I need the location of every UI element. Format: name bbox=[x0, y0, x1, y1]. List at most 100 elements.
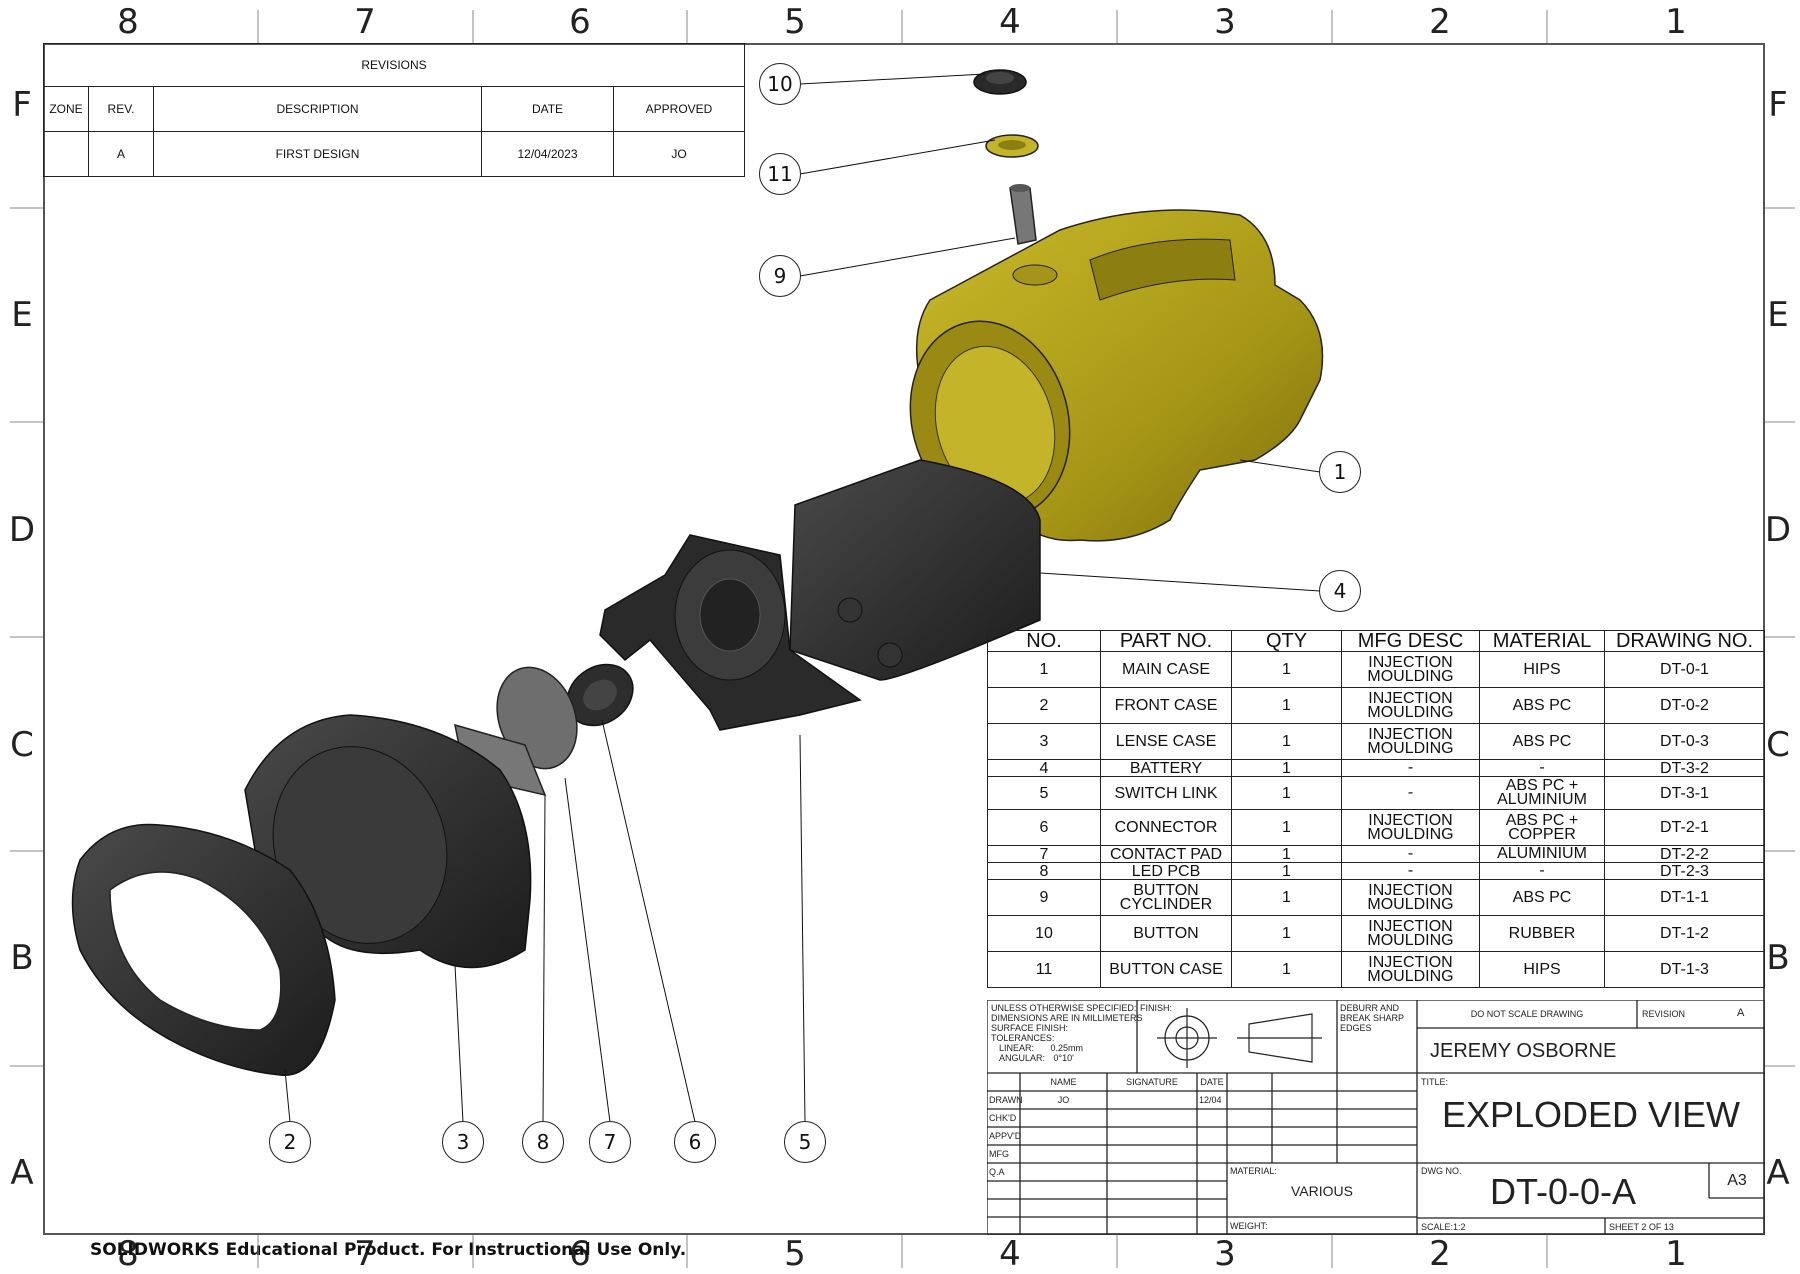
note-angular-value: 0°10' bbox=[1053, 1053, 1074, 1063]
front-case-part bbox=[71, 823, 336, 1076]
bom-cell-part: SWITCH LINK bbox=[1100, 776, 1232, 810]
zone-row-A: A bbox=[1766, 1153, 1790, 1193]
balloon-9: 9 bbox=[759, 255, 801, 297]
leader-lines bbox=[284, 73, 1321, 1123]
bom-cell-dwg: DT-0-1 bbox=[1604, 651, 1765, 688]
rev-header-approved: APPROVED bbox=[613, 86, 745, 132]
bom-cell-material: RUBBER bbox=[1479, 915, 1605, 952]
finish-label: FINISH: bbox=[1140, 1003, 1173, 1013]
bom-cell-dwg: DT-2-3 bbox=[1604, 862, 1765, 880]
bom-cell-no: 1 bbox=[987, 651, 1101, 688]
balloon-7: 7 bbox=[589, 1121, 631, 1163]
switch-link-part bbox=[599, 534, 862, 731]
note-linear-value: 0.25mm bbox=[1050, 1043, 1084, 1053]
bom-cell-mfg: - bbox=[1341, 776, 1480, 810]
sig-header-signature: SIGNATURE bbox=[1126, 1077, 1178, 1087]
bom-cell-dwg: DT-0-3 bbox=[1604, 723, 1765, 760]
zone-column-1: 1 bbox=[1665, 1234, 1687, 1274]
drawing-title: EXPLODED VIEW bbox=[1441, 1094, 1741, 1135]
zone-column-6: 6 bbox=[569, 2, 591, 42]
note-line: LINEAR: 0.25mm bbox=[991, 1043, 1143, 1053]
battery-part bbox=[789, 459, 1041, 681]
bom-cell-mfg: INJECTION MOULDING bbox=[1341, 651, 1480, 688]
scale: SCALE:1:2 bbox=[1421, 1222, 1466, 1232]
zone-column-8: 8 bbox=[117, 1234, 139, 1274]
bom-cell-dwg: DT-1-3 bbox=[1604, 951, 1765, 988]
bom-cell-part: LED PCB bbox=[1100, 862, 1232, 880]
zone-column-1: 1 bbox=[1665, 2, 1687, 42]
rev-header-zone: ZONE bbox=[43, 86, 89, 132]
zone-column-5: 5 bbox=[784, 2, 806, 42]
sheet-number: SHEET 2 OF 13 bbox=[1609, 1222, 1674, 1232]
bom-cell-no: 10 bbox=[987, 915, 1101, 952]
bom-cell-material: ABS PC + ALUMINIUM bbox=[1479, 776, 1605, 810]
bom-cell-part: BUTTON bbox=[1100, 915, 1232, 952]
bom-cell-part: FRONT CASE bbox=[1100, 687, 1232, 724]
sig-cell: CHK'D bbox=[989, 1113, 1017, 1123]
bom-cell-part: MAIN CASE bbox=[1100, 651, 1232, 688]
title-block: UNLESS OTHERWISE SPECIFIED: DIMENSIONS A… bbox=[987, 1000, 1765, 1235]
educational-watermark: SOLIDWORKS Educational Product. For Inst… bbox=[90, 1240, 687, 1260]
bom-cell-dwg: DT-1-1 bbox=[1604, 879, 1765, 916]
revision-value: A bbox=[1737, 1007, 1745, 1019]
sig-header-name: NAME bbox=[1050, 1077, 1077, 1087]
sig-cell: Q.A bbox=[989, 1167, 1005, 1177]
zone-column-7: 7 bbox=[354, 2, 376, 42]
note-line: SURFACE FINISH: bbox=[991, 1023, 1069, 1033]
zone-row-E: E bbox=[11, 295, 33, 335]
zone-row-C: C bbox=[1766, 725, 1790, 765]
balloon-5: 5 bbox=[784, 1121, 826, 1163]
sheet-size: A3 bbox=[1727, 1172, 1747, 1189]
bom-cell-no: 6 bbox=[987, 809, 1101, 846]
balloon-11: 11 bbox=[759, 153, 801, 195]
zone-row-F: F bbox=[1768, 85, 1788, 125]
title-block-grid bbox=[987, 1000, 1765, 1235]
bom-cell-dwg: DT-1-2 bbox=[1604, 915, 1765, 952]
bom-cell-part: CONTACT PAD bbox=[1100, 845, 1232, 863]
sig-header-date: DATE bbox=[1200, 1077, 1224, 1087]
weight-label: WEIGHT: bbox=[1230, 1221, 1268, 1231]
note-line: TOLERANCES: bbox=[991, 1033, 1055, 1043]
bom-cell-qty: 1 bbox=[1231, 915, 1342, 952]
bom-cell-material: ABS PC + COPPER bbox=[1479, 809, 1605, 846]
balloon-3: 3 bbox=[442, 1121, 484, 1163]
lense-case-part bbox=[244, 714, 532, 969]
zone-row-E: E bbox=[1767, 295, 1789, 335]
rev-header-date: DATE bbox=[481, 86, 614, 132]
bom-cell-dwg: DT-2-2 bbox=[1604, 845, 1765, 863]
bom-cell-material: ABS PC bbox=[1479, 687, 1605, 724]
zone-column-8: 8 bbox=[117, 2, 139, 42]
balloon-1: 1 bbox=[1319, 451, 1361, 493]
sig-cell: APPV'D bbox=[989, 1131, 1022, 1141]
bom-cell-mfg: INJECTION MOULDING bbox=[1341, 951, 1480, 988]
bom-header-part-no: PART NO. bbox=[1100, 630, 1232, 652]
bom-cell-qty: 1 bbox=[1231, 951, 1342, 988]
balloon-4: 4 bbox=[1319, 570, 1361, 612]
zone-row-C: C bbox=[10, 725, 34, 765]
note-angular-label: ANGULAR: bbox=[999, 1053, 1046, 1063]
zone-row-D: D bbox=[1764, 510, 1792, 550]
dwg-no-label: DWG NO. bbox=[1421, 1166, 1462, 1176]
rev-cell-rev: A bbox=[88, 131, 154, 177]
deburr-line: EDGES bbox=[1340, 1023, 1372, 1033]
bom-cell-mfg: INJECTION MOULDING bbox=[1341, 809, 1480, 846]
button-part bbox=[973, 69, 1027, 95]
zone-row-A: A bbox=[10, 1153, 34, 1193]
note-line: DIMENSIONS ARE IN MILLIMETERS bbox=[991, 1013, 1143, 1023]
rev-cell-zone bbox=[43, 131, 89, 177]
deburr-line: DEBURR AND bbox=[1340, 1003, 1400, 1013]
bill-of-materials-table: NO. PART NO. QTY MFG DESC MATERIAL DRAWI… bbox=[987, 630, 1765, 988]
material-label: MATERIAL: bbox=[1230, 1166, 1277, 1176]
zone-column-4: 4 bbox=[999, 1234, 1021, 1274]
zone-row-B: B bbox=[10, 938, 34, 978]
revision-label: REVISION bbox=[1642, 1009, 1686, 1019]
deburr-line: BREAK SHARP bbox=[1340, 1013, 1405, 1023]
zone-column-4: 4 bbox=[999, 2, 1021, 42]
deburr-note: DEBURR AND BREAK SHARP EDGES bbox=[1340, 1003, 1404, 1033]
